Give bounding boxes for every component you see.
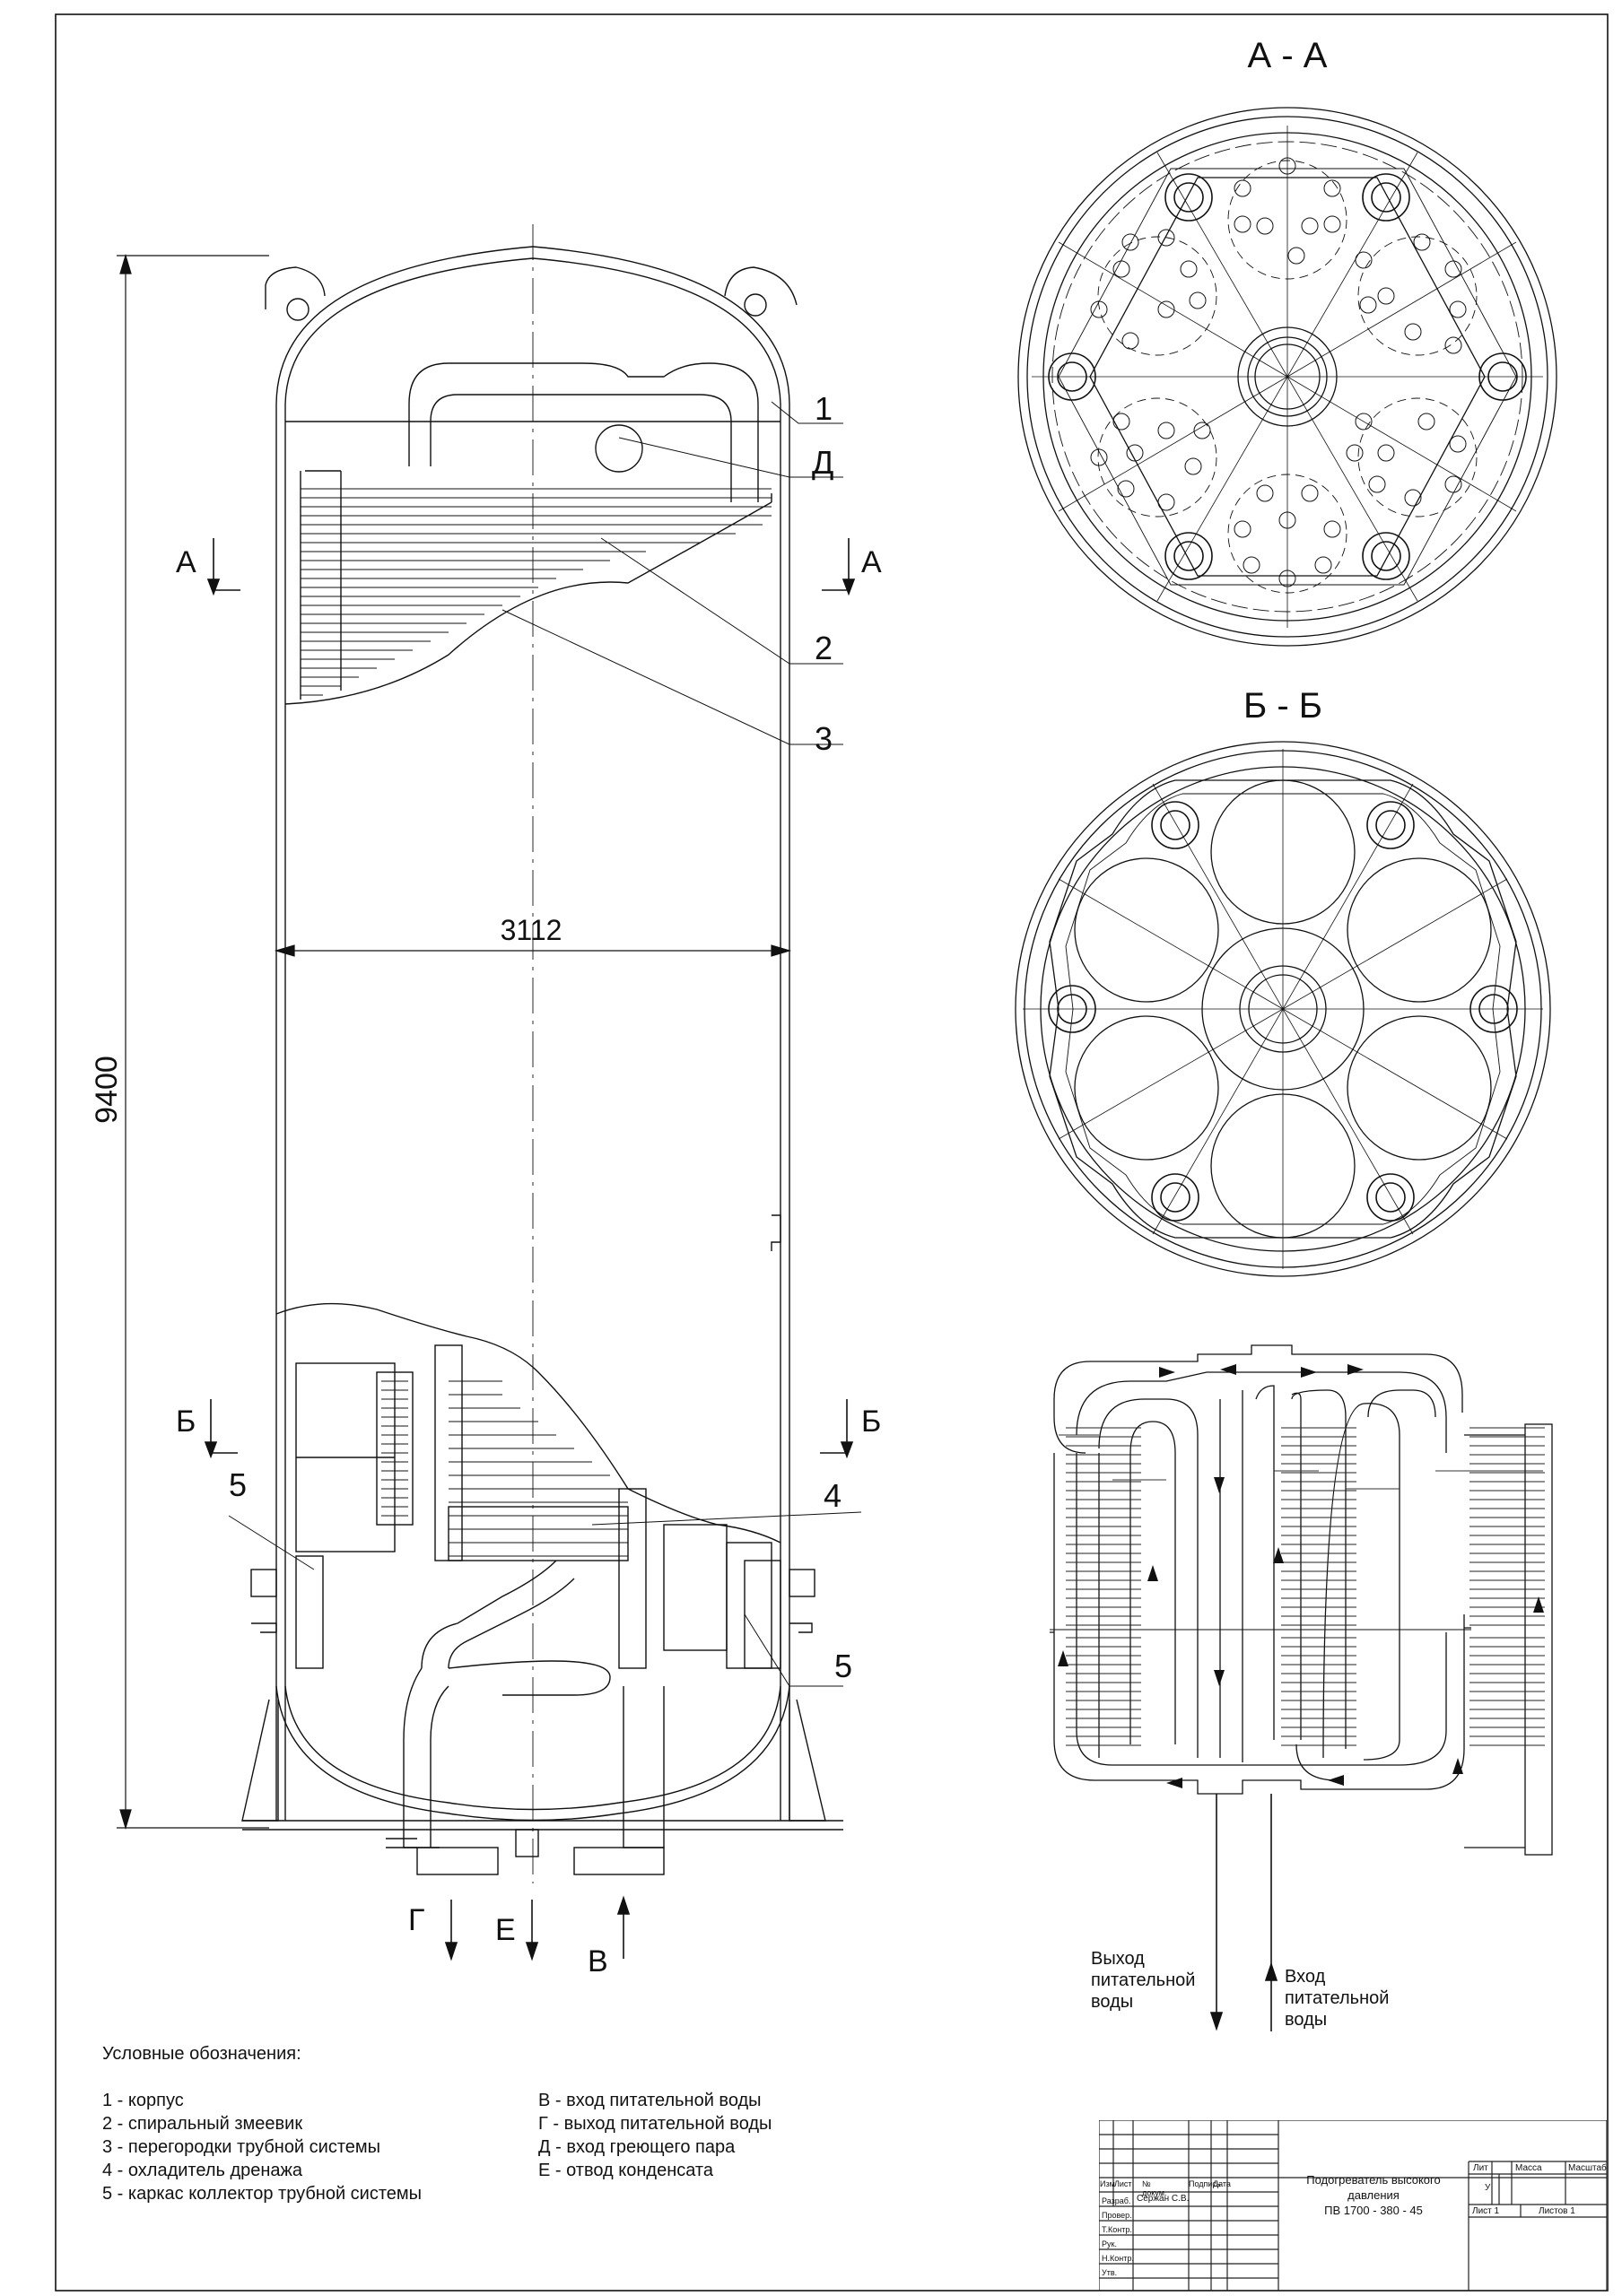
flow-letter-v: В	[588, 1944, 608, 1979]
drawing-frame	[55, 13, 1609, 2292]
flow-letter-e: Е	[495, 1913, 516, 1947]
legend-title: Условные обозначения:	[102, 2044, 301, 2064]
leader-lines	[228, 401, 862, 1687]
stamp-role-tcontrol: Т.Контр.	[1102, 2225, 1132, 2234]
callout-5-left: 5	[229, 1466, 247, 1503]
legend-item-4: 4 - охладитель дренажа	[102, 2161, 303, 2180]
callout-5-right: 5	[834, 1648, 852, 1684]
flow-letter-g: Г	[408, 1903, 424, 1937]
stamp-role-develop: Разраб.	[1102, 2196, 1131, 2205]
scheme-inlet-line1: Вход	[1285, 1967, 1326, 1987]
stamp-header-date: Дата	[1213, 2179, 1231, 2188]
stamp-scale: Масштаб	[1568, 2163, 1607, 2173]
stamp-role-ncontrol: Н.Контр.	[1102, 2254, 1134, 2263]
callout-3: 3	[815, 720, 833, 757]
stamp-title: Подогреватель высокого давления ПВ 1700 …	[1278, 2172, 1469, 2218]
stamp-title-line2: давления	[1347, 2188, 1400, 2202]
section-b-title: Б - Б	[1243, 686, 1322, 726]
stamp-role-head: Рук.	[1102, 2239, 1117, 2248]
legend-item-3: 3 - перегородки трубной системы	[102, 2137, 381, 2157]
stamp-developer: Сержан С.В.	[1137, 2194, 1190, 2204]
legend-right: В - вход питательной воды Г - выход пита…	[538, 2089, 772, 2182]
section-cut-marks	[204, 538, 856, 1459]
legend-item-v: В - вход питательной воды	[538, 2091, 762, 2110]
scheme-inlet-line2: питательной	[1285, 1988, 1389, 2008]
flow-scheme-arrows	[1058, 1364, 1544, 1788]
stamp-header-sign: Подпись	[1189, 2179, 1221, 2188]
legend-item-5: 5 - каркас коллектор трубной системы	[102, 2184, 423, 2204]
callout-1: 1	[815, 390, 833, 427]
flow-scheme-tubes	[1066, 1427, 1546, 1746]
stamp-header-izm: Изм	[1100, 2179, 1115, 2188]
elevation-view	[241, 224, 843, 1883]
section-b-view	[1015, 741, 1551, 1277]
callout-2: 2	[815, 630, 833, 666]
legend: Условные обозначения:	[102, 2042, 301, 2066]
dimension-height	[117, 253, 269, 1831]
section-mark-a-left: А	[176, 545, 196, 579]
stamp-sheets: Листов 1	[1539, 2206, 1575, 2216]
dimension-diameter	[274, 944, 792, 957]
section-mark-a-right: А	[861, 545, 882, 579]
stamp-sheet: Лист 1	[1472, 2206, 1500, 2216]
dimension-height-label: 9400	[90, 1056, 124, 1124]
flow-scheme	[1050, 1344, 1553, 1856]
legend-item-1: 1 - корпус	[102, 2091, 184, 2110]
stamp-role-check: Провер.	[1102, 2211, 1132, 2220]
stamp-role-approve: Утв.	[1102, 2268, 1118, 2277]
section-a-title: А - А	[1248, 36, 1328, 75]
legend-item-g: Г - выход питательной воды	[538, 2114, 772, 2134]
scheme-io-arrows	[1209, 1794, 1278, 2031]
scheme-outlet-line2: питательной	[1091, 1970, 1195, 1990]
section-mark-b-right: Б	[861, 1405, 881, 1439]
scheme-inlet-line3: воды	[1285, 2010, 1327, 2030]
stamp-title-line1: Подогреватель высокого	[1306, 2173, 1441, 2187]
stamp-header-doc: № докум.	[1142, 2179, 1167, 2197]
legend-item-d: Д - вход греющего пара	[538, 2137, 736, 2157]
scheme-outlet-line1: Выход	[1091, 1949, 1145, 1969]
stamp-lit: Лит	[1473, 2163, 1488, 2173]
section-a-view	[1017, 107, 1557, 647]
stamp-lit-value: У	[1485, 2183, 1491, 2193]
stamp-mass: Масса	[1515, 2163, 1542, 2173]
section-mark-b-left: Б	[176, 1405, 196, 1439]
legend-item-2: 2 - спиральный змеевик	[102, 2114, 303, 2134]
callout-4: 4	[824, 1477, 842, 1514]
legend-left: 1 - корпус 2 - спиральный змеевик 3 - пе…	[102, 2089, 422, 2205]
title-block: Изм Лист № докум. Подпись Дата Разраб. П…	[1099, 2120, 1607, 2291]
stamp-header-list: Лист	[1114, 2179, 1132, 2188]
dimension-diameter-label: 3112	[501, 914, 562, 946]
stamp-title-line3: ПВ 1700 - 380 - 45	[1324, 2204, 1423, 2217]
callout-d: Д	[812, 444, 833, 481]
flow-arrows	[444, 1895, 631, 1961]
legend-item-e: Е - отвод конденсата	[538, 2161, 713, 2180]
scheme-outlet-line3: воды	[1091, 1992, 1133, 2012]
